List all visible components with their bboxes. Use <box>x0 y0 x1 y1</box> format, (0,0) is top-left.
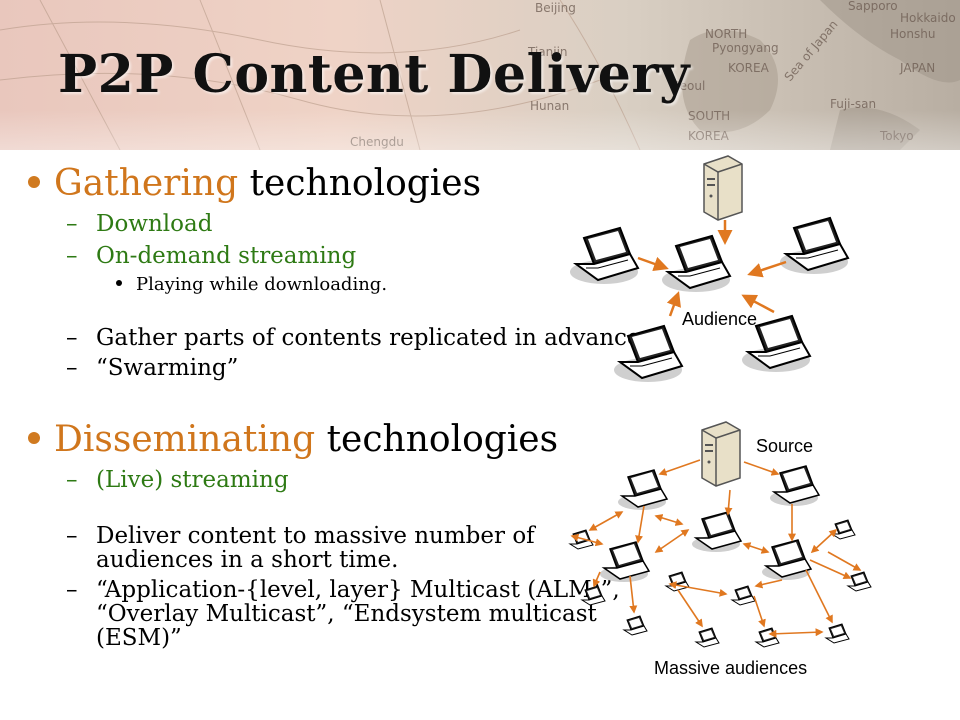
dash-icon: – <box>66 467 78 493</box>
laptop-icon <box>847 571 872 592</box>
dash-icon: – <box>66 243 78 269</box>
subbullet-text: Deliver content to massive number of <box>96 523 535 549</box>
map-label: Fuji-san <box>830 97 876 111</box>
bullet-dot-icon <box>28 432 40 444</box>
map-label: SOUTH <box>688 109 730 123</box>
laptop-icon <box>779 217 849 275</box>
laptop-icon <box>569 227 639 285</box>
laptop-icon <box>695 627 720 648</box>
laptop-icon <box>617 469 668 511</box>
map-label: KOREA <box>728 61 770 75</box>
laptop-icon <box>665 571 690 592</box>
subbullet-text: “Swarming” <box>96 355 239 381</box>
dash-icon: – <box>66 355 78 381</box>
bullet-dot-icon <box>116 280 122 286</box>
dash-icon: – <box>66 523 78 549</box>
dash-icon: – <box>66 325 78 351</box>
bullet-accent-text: Gathering <box>54 163 239 204</box>
laptop-icon <box>581 585 606 606</box>
laptop-icon <box>761 539 812 581</box>
laptop-icon <box>599 541 650 583</box>
subbullet-on-demand: –On-demand streaming <box>66 242 356 270</box>
subbullet-gather-parts: –Gather parts of contents replicated in … <box>66 324 648 352</box>
subsubbullet-text: Playing while downloading. <box>136 274 388 295</box>
gathering-diagram: Audience <box>569 155 849 383</box>
subbullet-deliver: –Deliver content to massive number of <box>66 522 535 550</box>
audience-label: Audience <box>682 309 757 329</box>
source-label: Source <box>756 436 813 456</box>
massive-audiences-label: Massive audiences <box>654 658 807 678</box>
map-label: Beijing <box>535 1 576 15</box>
laptop-icon <box>613 325 683 383</box>
bullet-disseminating: Disseminating technologies <box>28 420 558 460</box>
bullet-text: technologies <box>238 163 482 204</box>
subbullet-deliver-cont: audiences in a short time. <box>96 547 399 573</box>
subbullet-alm-cont-1: “Overlay Multicast”, “Endsystem multicas… <box>96 601 597 627</box>
laptop-icon <box>569 529 594 550</box>
bullet-accent-text: Disseminating <box>54 419 316 460</box>
bullet-dot-icon <box>28 176 40 188</box>
map-label: NORTH <box>705 27 747 41</box>
subbullet-alm: –“Application-{level, layer} Multicast (… <box>66 576 620 604</box>
server-icon <box>701 421 741 487</box>
bullet-gathering: Gathering technologies <box>28 164 481 204</box>
title-banner: Beijing NORTH Pyongyang KOREA Seoul SOUT… <box>0 0 960 150</box>
subbullet-text: (Live) streaming <box>96 467 289 493</box>
dash-icon: – <box>66 211 78 237</box>
map-label: Chengdu <box>350 135 404 149</box>
map-label: Seoul <box>672 79 705 93</box>
map-label: Sea of Japan <box>782 17 841 83</box>
laptop-icon <box>623 615 648 636</box>
subbullet-text: On-demand streaming <box>96 243 357 269</box>
map-label: Hokkaido <box>900 11 956 25</box>
subbullet-text: “Application-{level, layer} Multicast (A… <box>96 577 620 603</box>
map-label: Pyongyang <box>712 41 779 55</box>
subbullet-live-streaming: –(Live) streaming <box>66 466 289 494</box>
laptop-icon <box>731 585 756 606</box>
subbullet-text: Download <box>96 211 213 237</box>
subbullet-download: –Download <box>66 210 212 238</box>
laptop-icon <box>691 511 742 553</box>
subbullet-text: Gather parts of contents replicated in a… <box>96 325 648 351</box>
map-label: KOREA <box>688 129 730 143</box>
slide-title: P2P Content Delivery <box>58 44 690 105</box>
subbullet-swarming: –“Swarming” <box>66 354 238 382</box>
bullet-text: technologies <box>315 419 559 460</box>
subbullet-alm-cont-2: (ESM)” <box>96 625 182 651</box>
dash-icon: – <box>66 577 78 603</box>
server-icon <box>703 155 743 221</box>
map-label: Tokyo <box>879 129 914 143</box>
disseminating-diagram: Source Massive audiences <box>569 421 872 678</box>
laptop-icon <box>661 235 731 293</box>
subsubbullet-playing: Playing while downloading. <box>116 274 387 296</box>
laptop-icon <box>755 627 780 648</box>
map-label: Honshu <box>890 27 935 41</box>
map-label: Sapporo <box>848 0 898 13</box>
laptop-icon <box>825 623 850 644</box>
laptop-icon <box>769 465 820 507</box>
map-label: JAPAN <box>899 61 935 75</box>
map-label: Tianjin <box>527 45 568 59</box>
